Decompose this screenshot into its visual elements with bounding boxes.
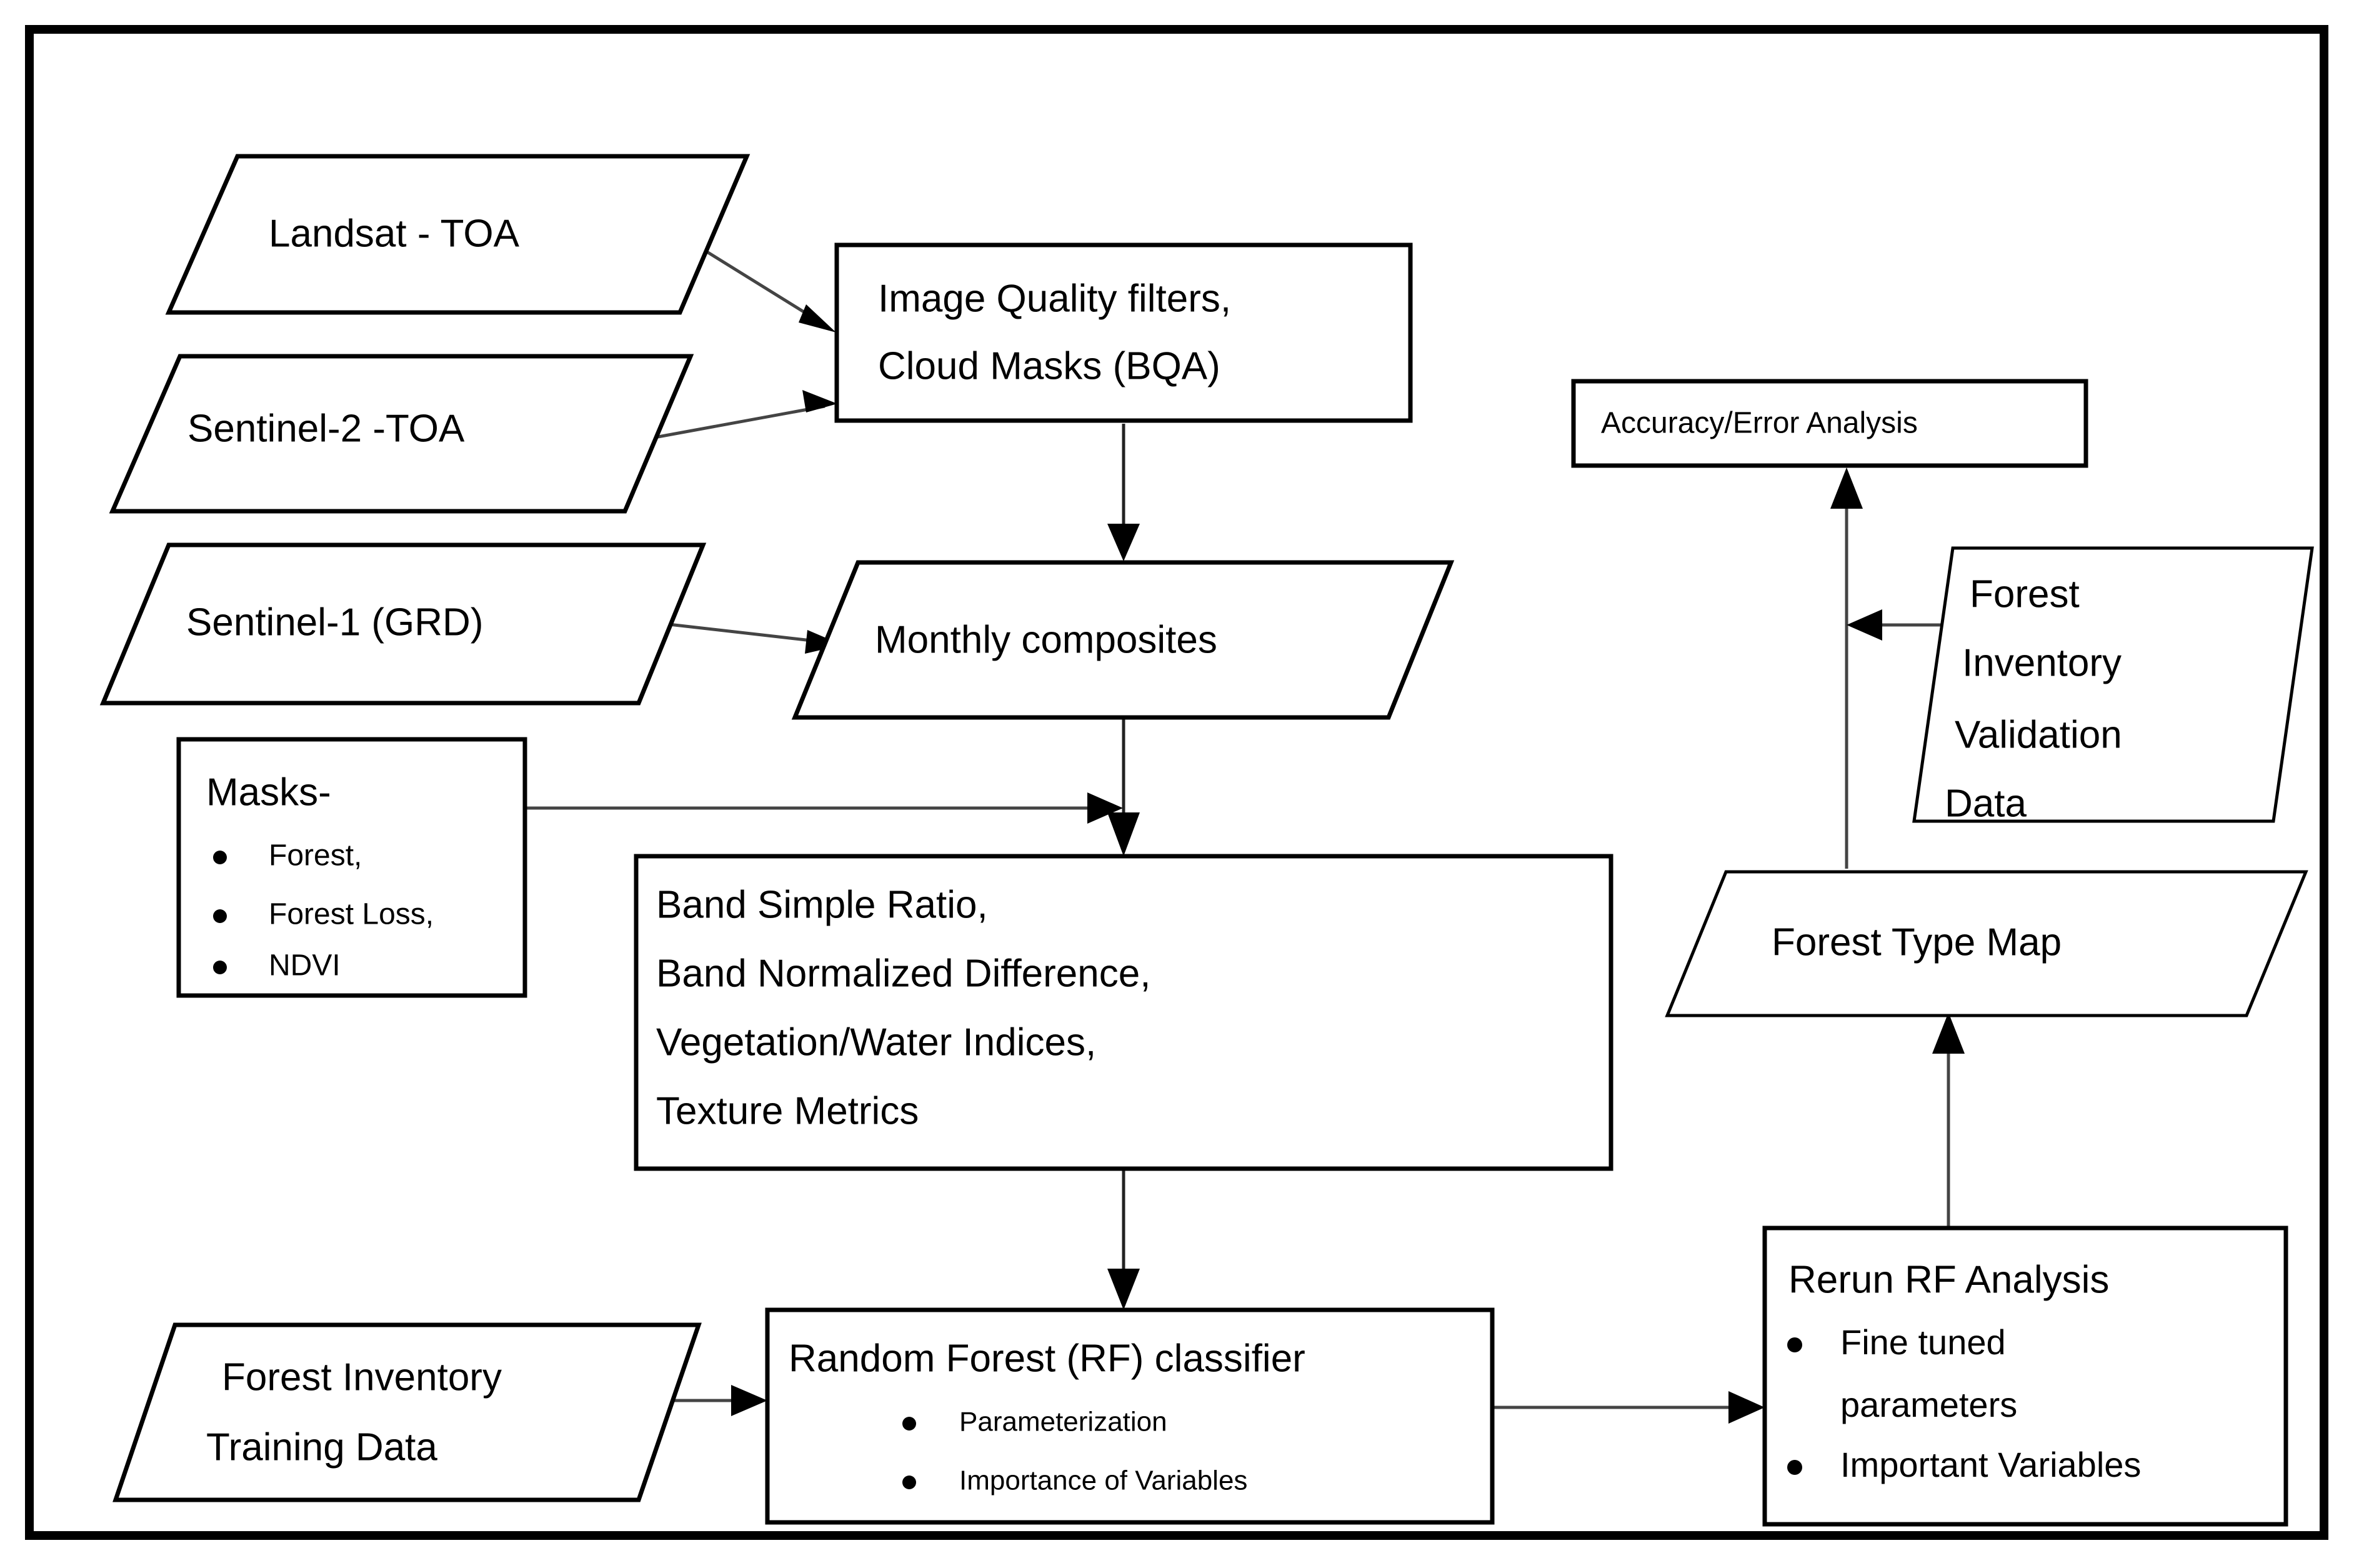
node-image-quality-line1: Image Quality filters, <box>878 277 1231 320</box>
node-sentinel1-grd-label: Sentinel-1 (GRD) <box>186 601 483 644</box>
node-rf-classifier[interactable]: Random Forest (RF) classifier Parameteri… <box>765 1307 1495 1525</box>
node-validation-data-line-3: Validation <box>1955 713 2122 756</box>
edge-forest-type-map-to-accuracy <box>1830 467 1863 869</box>
edge-sentinel2-to-image-quality <box>634 390 837 443</box>
node-landsat-toa[interactable]: Landsat - TOA <box>165 154 751 315</box>
edge-monthly-to-band-metrics <box>1107 716 1140 856</box>
bullet-dot-icon <box>902 1417 916 1431</box>
bullet-dot-icon <box>902 1476 916 1489</box>
edge-rerun-to-forest-type-map <box>1932 1012 1965 1228</box>
edge-sentinel1-to-monthly <box>652 621 842 654</box>
edge-image-quality-to-monthly <box>1107 424 1140 561</box>
node-rerun-rf-analysis[interactable]: Rerun RF Analysis Fine tuned parameters … <box>1762 1226 2288 1527</box>
node-validation-data-line-2: Inventory <box>1962 641 2122 684</box>
node-masks-bullet-1: Forest, <box>269 839 362 872</box>
bullet-dot-icon <box>1787 1460 1802 1475</box>
node-band-metrics-line-3: Vegetation/Water Indices, <box>656 1021 1096 1064</box>
node-training-data[interactable]: Forest Inventory Training Data <box>112 1322 702 1502</box>
node-masks-bullet-3: NDVI <box>269 949 341 982</box>
node-band-metrics-line-2: Band Normalized Difference, <box>656 952 1150 995</box>
edge-rf-to-rerun <box>1491 1391 1765 1424</box>
node-masks-heading: Masks- <box>206 771 331 814</box>
node-rf-classifier-heading: Random Forest (RF) classifier <box>789 1337 1305 1380</box>
bullet-dot-icon <box>213 851 227 864</box>
node-rf-classifier-bullet-2: Importance of Variables <box>959 1466 1247 1496</box>
bullet-dot-icon <box>213 909 227 923</box>
node-monthly-composites-label: Monthly composites <box>875 618 1217 661</box>
node-band-metrics-line-4: Texture Metrics <box>656 1089 919 1132</box>
node-rerun-rf-bullet-1-line2: parameters <box>1840 1385 2017 1424</box>
node-image-quality-filters[interactable]: Image Quality filters, Cloud Masks (BQA) <box>834 242 1413 423</box>
node-forest-type-map[interactable]: Forest Type Map <box>1665 870 2308 1017</box>
node-image-quality-line2: Cloud Masks (BQA) <box>878 344 1220 387</box>
bullet-dot-icon <box>213 961 227 974</box>
node-sentinel1-grd[interactable]: Sentinel-1 (GRD) <box>99 542 707 706</box>
node-training-data-line2: Training Data <box>206 1426 437 1469</box>
node-sentinel2-toa[interactable]: Sentinel-2 -TOA <box>109 354 694 514</box>
node-accuracy-analysis-label: Accuracy/Error Analysis <box>1601 407 1918 440</box>
node-masks-bullet-2: Forest Loss, <box>269 898 434 931</box>
node-training-data-line1: Forest Inventory <box>222 1356 502 1399</box>
node-accuracy-error-analysis[interactable]: Accuracy/Error Analysis <box>1571 379 2088 468</box>
bullet-dot-icon <box>1787 1337 1802 1352</box>
edge-band-metrics-to-rf <box>1107 1167 1140 1310</box>
diagram-border <box>25 25 2328 1540</box>
node-validation-data-line-1: Forest <box>1970 572 2080 616</box>
node-band-metrics[interactable]: Band Simple Ratio, Band Normalized Diffe… <box>634 854 1613 1171</box>
node-rerun-rf-heading: Rerun RF Analysis <box>1788 1258 2109 1301</box>
node-rf-classifier-bullet-1: Parameterization <box>959 1407 1167 1437</box>
node-forest-type-map-label: Forest Type Map <box>1772 921 2062 964</box>
node-rerun-rf-bullet-2: Important Variables <box>1840 1445 2141 1484</box>
node-masks[interactable]: Masks- Forest, Forest Loss, NDVI <box>176 737 527 998</box>
edge-masks-to-band-metrics <box>525 792 1123 824</box>
node-landsat-toa-label: Landsat - TOA <box>269 212 520 255</box>
node-sentinel2-toa-label: Sentinel-2 -TOA <box>187 407 465 450</box>
node-rerun-rf-bullet-1-line1: Fine tuned <box>1840 1322 2006 1362</box>
node-validation-data-line-4: Data <box>1945 782 2027 825</box>
node-monthly-composites[interactable]: Monthly composites <box>791 560 1455 720</box>
node-validation-data[interactable]: Forest Inventory Validation Data <box>1912 546 2314 825</box>
node-band-metrics-line-1: Band Simple Ratio, <box>656 883 988 926</box>
